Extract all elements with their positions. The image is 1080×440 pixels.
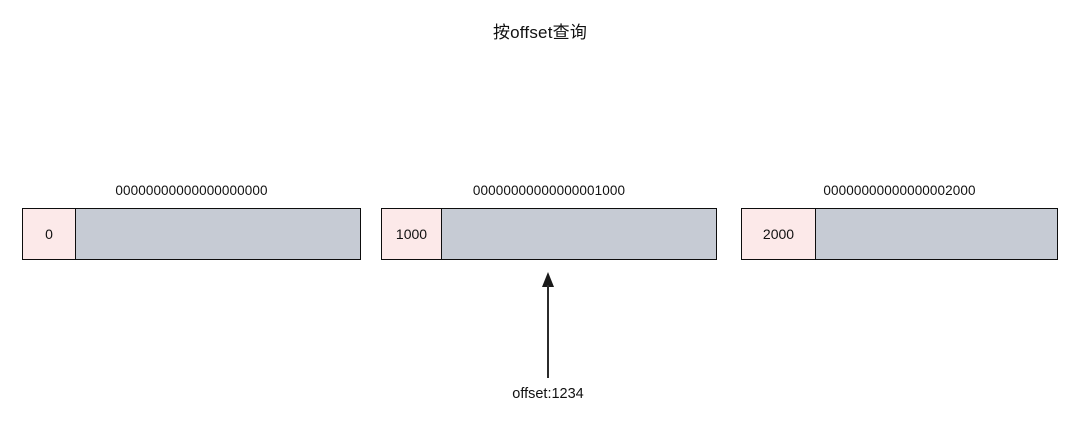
segment-body-0 xyxy=(76,209,360,259)
segment-box-0[interactable]: 0 xyxy=(22,208,361,260)
arrow-up-icon xyxy=(542,272,554,287)
segment-group-1: 00000000000000001000 1000 xyxy=(381,182,717,260)
segment-body-1 xyxy=(442,209,716,259)
segment-base-offset-cell-0: 0 xyxy=(23,209,76,259)
segment-file-name-1: 00000000000000001000 xyxy=(472,183,626,198)
segment-group-2: 00000000000000002000 2000 xyxy=(741,182,1058,260)
arrow-shaft xyxy=(547,285,549,378)
segment-body-2 xyxy=(816,209,1057,259)
page-title: 按offset查询 xyxy=(492,23,588,42)
segment-box-2[interactable]: 2000 xyxy=(741,208,1058,260)
offset-pointer: offset:1234 xyxy=(488,272,608,402)
segment-base-offset-cell-2: 2000 xyxy=(742,209,816,259)
segment-box-1[interactable]: 1000 xyxy=(381,208,717,260)
segment-file-name-2: 00000000000000002000 xyxy=(823,183,976,198)
segment-base-offset-cell-1: 1000 xyxy=(382,209,442,259)
segment-file-name-0: 00000000000000000000 xyxy=(115,183,268,198)
offset-pointer-label: offset:1234 xyxy=(512,386,584,402)
segment-group-0: 00000000000000000000 0 xyxy=(22,182,361,260)
